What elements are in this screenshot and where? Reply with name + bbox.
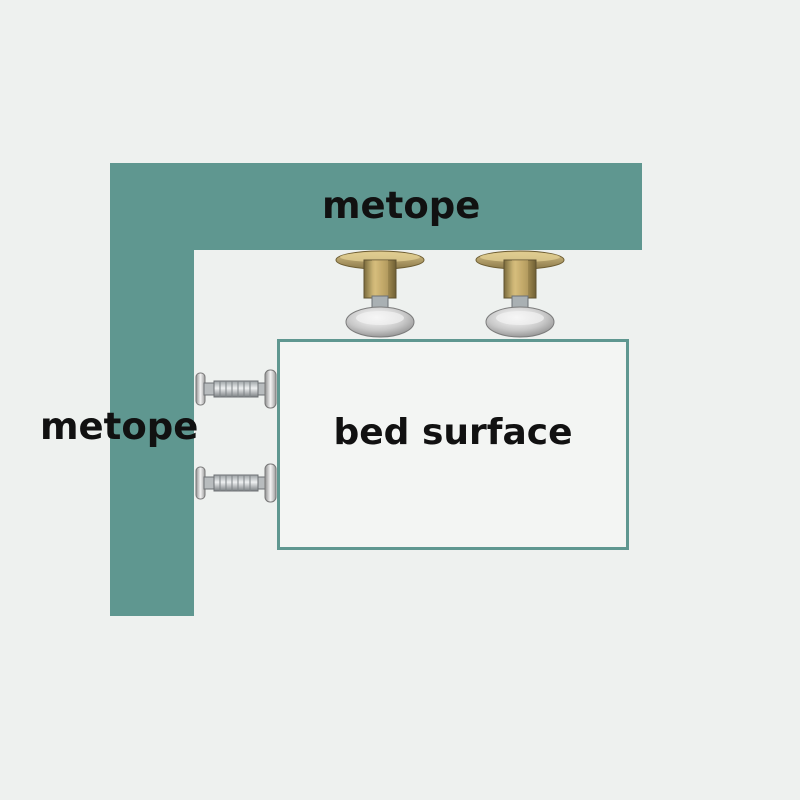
side-bumper-2 — [195, 463, 277, 503]
bed-surface-label: bed surface — [333, 412, 573, 453]
left-wall — [110, 163, 194, 616]
top-wall — [110, 163, 642, 250]
side-bumper-1 — [195, 369, 277, 409]
bed-surface: bed surface — [277, 339, 629, 550]
top-bumper-1 — [335, 250, 425, 338]
top-wall-label: metope — [322, 184, 481, 227]
top-bumper-2 — [475, 250, 565, 338]
left-wall-label: metope — [40, 405, 199, 448]
